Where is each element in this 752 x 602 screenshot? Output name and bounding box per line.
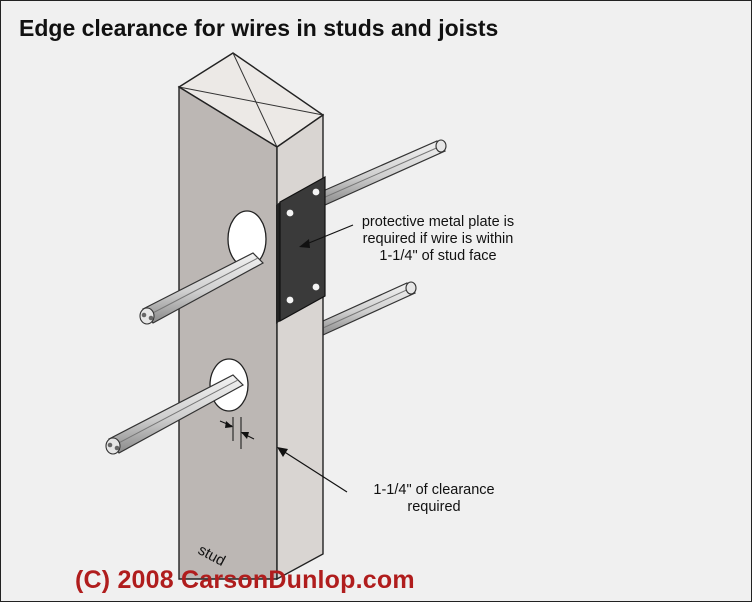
- plate-nail-hole: [312, 283, 320, 291]
- plate-callout-line: protective metal plate is: [361, 214, 515, 230]
- plate-callout-line: 1-1/4" of stud face: [379, 248, 497, 264]
- clearance-dimension: [219, 417, 255, 449]
- plate-leader: [299, 224, 354, 248]
- plate-callout: protective metal plate is required if wi…: [345, 214, 531, 265]
- clearance-callout: 1-1/4" of clearance required: [349, 482, 519, 516]
- plate-nail-hole: [286, 296, 294, 304]
- upper-wire-back: [322, 139, 447, 206]
- clearance-callout-line: required: [407, 499, 461, 515]
- copyright-notice: (C) 2008 CarsonDunlop.com: [75, 566, 415, 594]
- stud-front-face: [178, 85, 278, 580]
- upper-wire-front: [139, 252, 264, 325]
- plate-callout-line: required if wire is within: [362, 231, 514, 247]
- stud: [177, 52, 325, 581]
- clearance-leader: [277, 447, 348, 493]
- plate-nail-hole: [286, 209, 294, 217]
- plate-nail-hole: [312, 188, 320, 196]
- lower-wire-back: [322, 281, 417, 336]
- clearance-callout-line: 1-1/4" of clearance: [373, 482, 495, 498]
- lower-wire-front: [105, 374, 244, 455]
- page-title: Edge clearance for wires in studs and jo…: [19, 15, 499, 41]
- protective-metal-plate: [276, 175, 326, 324]
